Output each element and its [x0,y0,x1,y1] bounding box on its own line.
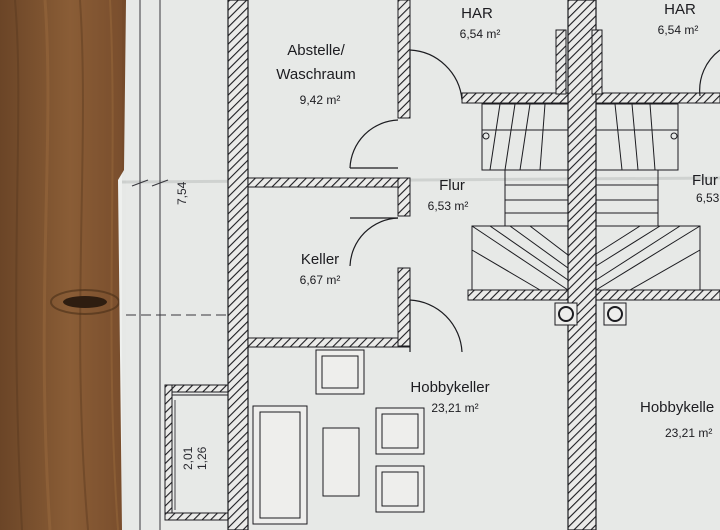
dimension-window-width: 2,01 [181,446,195,470]
wood-knot [63,296,107,308]
dimension-overall: 7,54 [175,181,189,205]
room-abstelle-name-2: Waschraum [276,66,355,83]
room-abstelle-area: 9,42 m² [300,93,341,107]
room-flur-left-name: Flur [439,177,465,194]
room-abstelle-name-1: Abstelle/ [287,42,345,59]
room-hobby-left-name: Hobbykeller [410,379,489,396]
wooden-table [0,0,140,530]
dimension-lines: 7,54 2,01 1,26 [126,0,230,530]
door-swings [349,49,720,353]
dimension-window-height: 1,26 [195,446,209,470]
walls [227,0,720,530]
room-keller-name: Keller [301,251,339,268]
utility-shafts [554,302,627,326]
room-labels: Abstelle/ Waschraum 9,42 m² HAR 6,54 m² … [276,1,719,440]
room-keller-area: 6,67 m² [300,273,341,287]
room-har-right-name: HAR [664,1,696,18]
room-flur-right-name: Flur [692,172,718,189]
furniture [252,349,425,525]
coffee-table [322,427,360,497]
room-hobby-left-area: 23,21 m² [431,401,478,415]
room-har-left-area: 6,54 m² [460,27,501,41]
staircase-right [595,103,701,291]
room-flur-left-area: 6,53 m² [428,199,469,213]
room-har-right-area: 6,54 m² [658,23,699,37]
room-hobby-right-area: 23,21 m² [665,426,712,440]
staircase-left [471,103,569,291]
room-har-left-name: HAR [461,5,493,22]
room-flur-right-area: 6,53 [696,191,720,205]
room-hobby-right-name: Hobbykelle [640,399,714,416]
